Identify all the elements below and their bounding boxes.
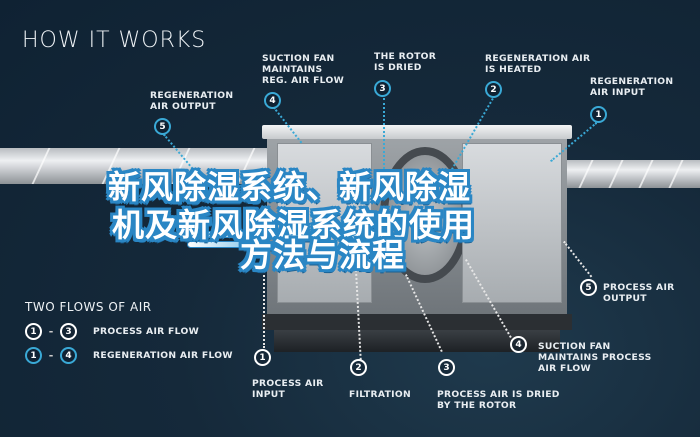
regen-step-4-label: SUCTION FAN MAINTAINS REG. AIR FLOW	[262, 53, 345, 86]
legend-dash: -	[48, 349, 54, 362]
regeneration-duct-right	[560, 160, 700, 188]
regen-step-5-label: REGENERATION AIR OUTPUT	[150, 90, 234, 112]
fan-housing	[277, 143, 372, 303]
process-step-1-label: PROCESS AIR INPUT	[252, 378, 324, 400]
overlay-caption-line-1: 新风除湿系统、新风除湿	[108, 168, 472, 206]
legend-badge-from: 1	[25, 323, 42, 340]
dehumidifier-unit	[262, 125, 572, 352]
regen-step-3-label: THE ROTOR IS DRIED	[374, 51, 437, 73]
regen-step-1-label: REGENERATION AIR INPUT	[590, 76, 674, 98]
process-step-3-label: PROCESS AIR IS DRIED BY THE ROTOR	[437, 389, 560, 411]
legend-label: REGENERATION AIR FLOW	[93, 350, 233, 361]
legend-label: PROCESS AIR FLOW	[93, 326, 200, 337]
regen-step-3-badge: 3	[374, 80, 391, 97]
filter-section	[462, 143, 562, 303]
legend-row-regeneration: 1 - 4 REGENERATION AIR FLOW	[25, 347, 233, 364]
overlay-caption-line-2: 机及新风除湿系统的使用	[112, 206, 476, 244]
regeneration-duct-left	[0, 148, 275, 184]
regen-step-2-badge: 2	[485, 81, 502, 98]
regen-step-4-badge: 4	[264, 92, 281, 109]
process-step-2-badge: 2	[350, 359, 367, 376]
legend-title: TWO FLOWS OF AIR	[25, 300, 152, 314]
regen-step-2-label: REGENERATION AIR IS HEATED	[485, 53, 591, 75]
decorative-streak	[188, 242, 258, 247]
overlay-caption-line-3: 方法与流程	[240, 236, 406, 274]
regen-step-5-badge: 5	[154, 118, 171, 135]
process-step-5-badge: 5	[580, 279, 597, 296]
legend-dash: -	[48, 325, 54, 338]
legend-badge-to: 3	[60, 323, 77, 340]
process-step-2-label: FILTRATION	[349, 389, 411, 400]
regen-step-1-badge: 1	[590, 106, 607, 123]
process-step-4-badge: 4	[510, 336, 527, 353]
process-step-1-badge: 1	[254, 349, 271, 366]
legend-badge-from: 1	[25, 347, 42, 364]
legend-row-process: 1 - 3 PROCESS AIR FLOW	[25, 323, 233, 340]
legend-badge-to: 4	[60, 347, 77, 364]
process-step-3-badge: 3	[438, 359, 455, 376]
page-title: HOW IT WORKS	[22, 28, 207, 53]
process-step-4-label: SUCTION FAN MAINTAINS PROCESS AIR FLOW	[538, 341, 652, 374]
airflow-legend: TWO FLOWS OF AIR 1 - 3 PROCESS AIR FLOW …	[25, 300, 233, 364]
decorative-streak	[195, 232, 255, 237]
process-step-5-label: PROCESS AIR OUTPUT	[603, 282, 675, 304]
